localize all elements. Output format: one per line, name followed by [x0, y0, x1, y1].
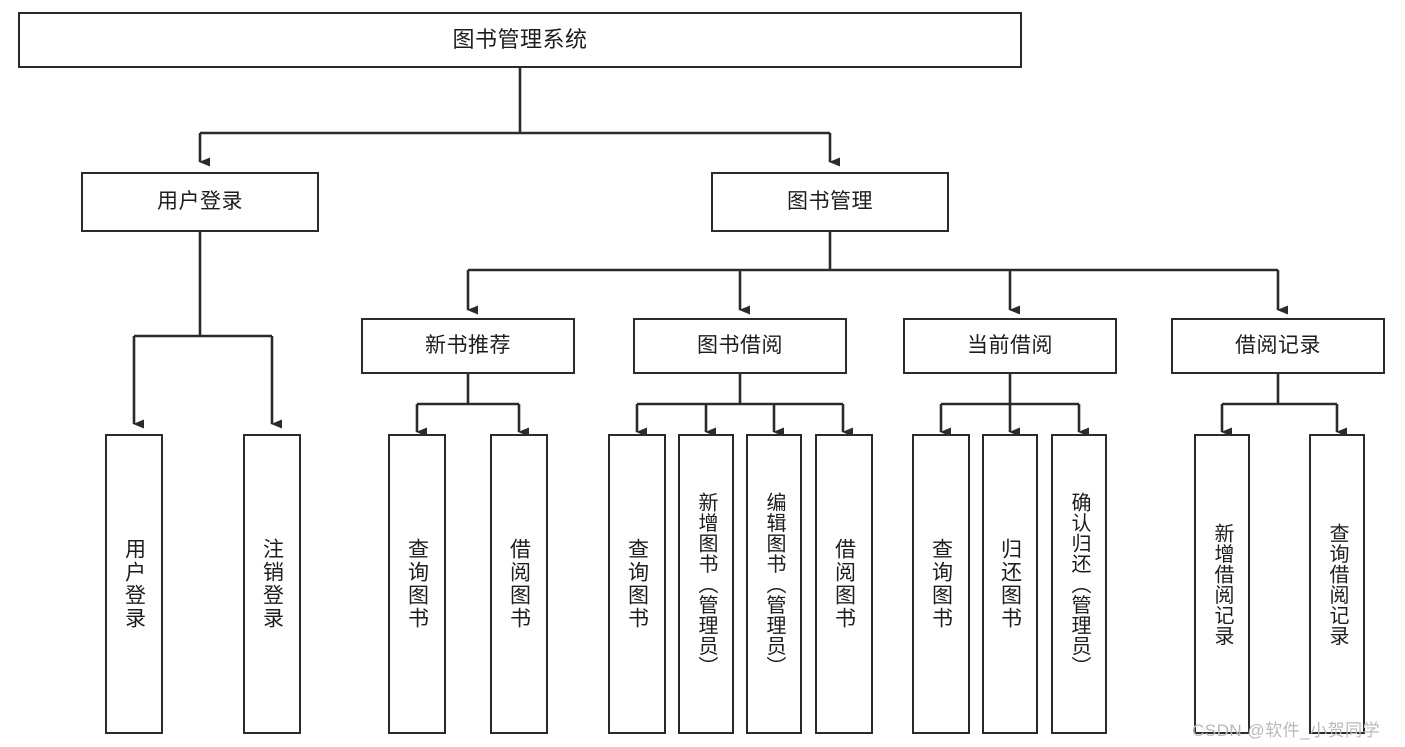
leaf-current-borrow-query[interactable]: 查询图书 [912, 434, 970, 734]
node-label: 编辑图书（管理员） [763, 491, 785, 677]
node-label: 新增图书（管理员） [695, 491, 717, 677]
leaf-user-login-logout[interactable]: 注销登录 [243, 434, 301, 734]
leaf-current-borrow-confirm-return[interactable]: 确认归还（管理员） [1051, 434, 1107, 734]
leaf-new-book-borrow[interactable]: 借阅图书 [490, 434, 548, 734]
node-label: 确认归还（管理员） [1068, 491, 1090, 677]
node-label: 图书借阅 [697, 333, 783, 357]
node-current-borrow[interactable]: 当前借阅 [903, 318, 1117, 374]
leaf-book-borrow-edit[interactable]: 编辑图书（管理员） [746, 434, 802, 734]
node-label: 借阅图书 [832, 538, 856, 630]
node-label: 图书管理系统 [452, 27, 588, 53]
csdn-watermark: CSDN @软件_小贺同学 [1192, 721, 1381, 740]
node-label: 用户登录 [122, 538, 146, 630]
node-user-login[interactable]: 用户登录 [81, 172, 319, 232]
leaf-borrow-record-add[interactable]: 新增借阅记录 [1194, 434, 1250, 734]
node-label: 归还图书 [998, 538, 1022, 630]
node-book-borrow[interactable]: 图书借阅 [633, 318, 847, 374]
leaf-book-borrow-borrow[interactable]: 借阅图书 [815, 434, 873, 734]
node-label: 查询借阅记录 [1326, 522, 1348, 646]
node-borrow-record[interactable]: 借阅记录 [1171, 318, 1385, 374]
node-label: 查询图书 [405, 538, 429, 630]
node-label: 当前借阅 [967, 333, 1053, 357]
node-label: 借阅图书 [507, 538, 531, 630]
node-new-book-recommend[interactable]: 新书推荐 [361, 318, 575, 374]
leaf-user-login-login[interactable]: 用户登录 [105, 434, 163, 734]
leaf-book-borrow-query[interactable]: 查询图书 [608, 434, 666, 734]
leaf-current-borrow-return[interactable]: 归还图书 [982, 434, 1038, 734]
leaf-book-borrow-add[interactable]: 新增图书（管理员） [678, 434, 734, 734]
node-label: 查询图书 [625, 538, 649, 630]
node-label: 借阅记录 [1235, 333, 1321, 357]
leaf-new-book-query[interactable]: 查询图书 [388, 434, 446, 734]
node-label: 查询图书 [929, 538, 953, 630]
node-label: 新增借阅记录 [1211, 522, 1233, 646]
node-label: 注销登录 [260, 538, 284, 630]
node-root-system[interactable]: 图书管理系统 [18, 12, 1022, 68]
node-book-management[interactable]: 图书管理 [711, 172, 949, 232]
node-label: 用户登录 [157, 189, 243, 213]
node-label: 图书管理 [787, 189, 873, 213]
leaf-borrow-record-query[interactable]: 查询借阅记录 [1309, 434, 1365, 734]
node-label: 新书推荐 [425, 333, 511, 357]
